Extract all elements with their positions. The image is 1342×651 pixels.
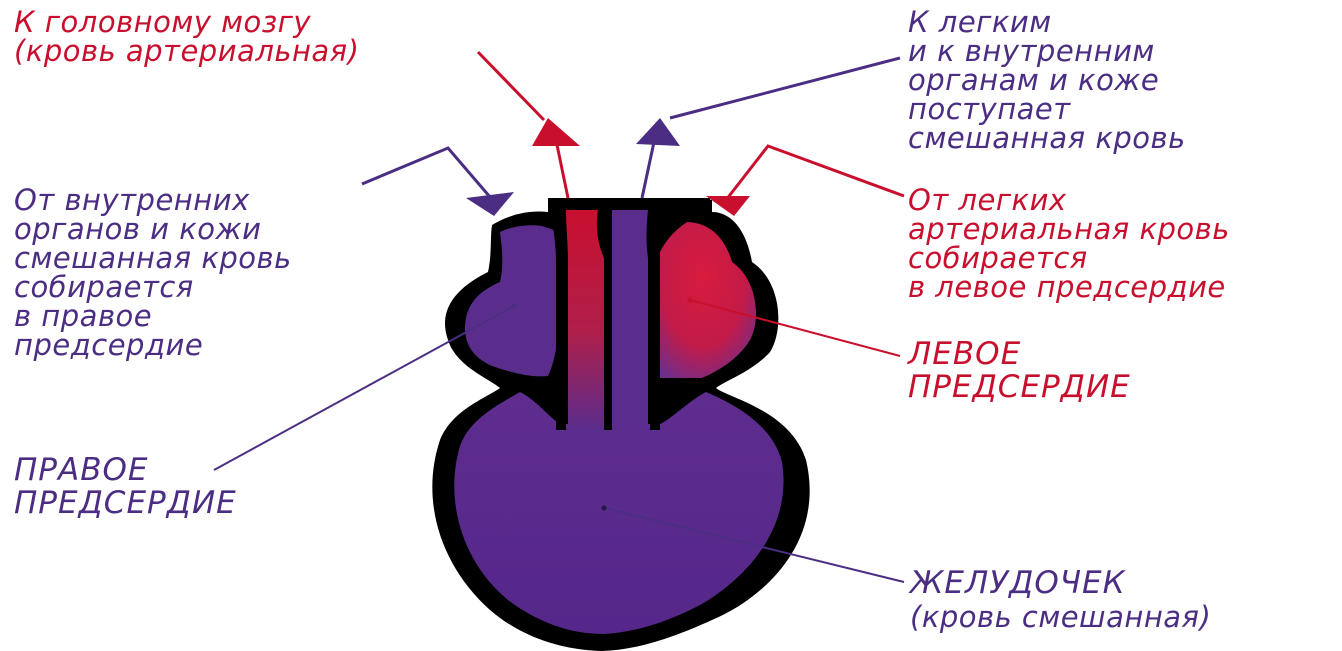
- label-to-lungs: К легким и к внутренним органам и коже п…: [908, 8, 1186, 153]
- label-from-lungs: От легких артериальная кровь собирается …: [908, 186, 1230, 302]
- pointer-right-atrium-dot: [512, 304, 517, 309]
- label-from-organs-line-2: органов и кожи: [14, 215, 292, 244]
- arrow-to-lungs-shaft: [642, 142, 654, 198]
- label-ventricle-line-2: (кровь смешанная): [910, 600, 1211, 634]
- label-right-atrium: ПРАВОЕ ПРЕДСЕРДИЕ: [14, 454, 237, 520]
- label-from-organs-line-4: собирается: [14, 273, 292, 302]
- arrow-from-organs-line: [362, 148, 496, 204]
- right-atrium-fill: [465, 225, 560, 376]
- label-to-lungs-line-5: смешанная кровь: [908, 124, 1186, 153]
- arrow-to-lungs-tail: [670, 58, 900, 118]
- label-to-lungs-line-1: К легким: [908, 8, 1186, 37]
- label-to-lungs-line-4: поступает: [908, 95, 1186, 124]
- label-from-organs-line-5: в правое: [14, 302, 292, 331]
- label-from-organs-line-1: От внутренних: [14, 186, 292, 215]
- label-to-lungs-line-2: и к внутренним: [908, 37, 1186, 66]
- label-ventricle-line-1: ЖЕЛУДОЧЕК: [910, 566, 1211, 600]
- label-from-organs: От внутренних органов и кожи смешанная к…: [14, 186, 292, 360]
- label-left-atrium-line-2: ПРЕДСЕРДИЕ: [908, 371, 1131, 404]
- label-left-atrium-line-1: ЛЕВОЕ: [908, 338, 1131, 371]
- label-to-brain-line-2: (кровь артериальная): [14, 37, 359, 66]
- label-to-lungs-line-3: органам и коже: [908, 66, 1186, 95]
- label-right-atrium-line-2: ПРЕДСЕРДИЕ: [14, 487, 237, 520]
- arrow-from-lungs-line: [726, 146, 904, 200]
- label-right-atrium-line-1: ПРАВОЕ: [14, 454, 237, 487]
- label-to-brain-line-1: К головному мозгу: [14, 8, 359, 37]
- arrow-to-lungs-head: [636, 118, 680, 146]
- pointer-ventricle-dot: [602, 506, 607, 511]
- trunk-arterial-channel: [566, 210, 604, 430]
- label-ventricle: ЖЕЛУДОЧЕК (кровь смешанная): [910, 566, 1211, 634]
- label-from-lungs-line-3: собирается: [908, 244, 1230, 273]
- arrow-to-brain-head: [532, 118, 580, 146]
- label-from-lungs-line-1: От легких: [908, 186, 1230, 215]
- label-from-lungs-line-4: в левое предсердие: [908, 273, 1230, 302]
- arrow-from-organs-head: [466, 192, 514, 216]
- label-left-atrium: ЛЕВОЕ ПРЕДСЕРДИЕ: [908, 338, 1131, 404]
- label-from-lungs-line-2: артериальная кровь: [908, 215, 1230, 244]
- pointer-left-atrium-dot: [688, 298, 693, 303]
- trunk-mixed-channel: [608, 210, 648, 430]
- label-to-brain: К головному мозгу (кровь артериальная): [14, 8, 359, 66]
- label-from-organs-line-6: предсердие: [14, 331, 292, 360]
- arrow-to-brain-shaft: [556, 140, 568, 198]
- arrow-to-brain-tail: [478, 52, 544, 120]
- label-from-organs-line-3: смешанная кровь: [14, 244, 292, 273]
